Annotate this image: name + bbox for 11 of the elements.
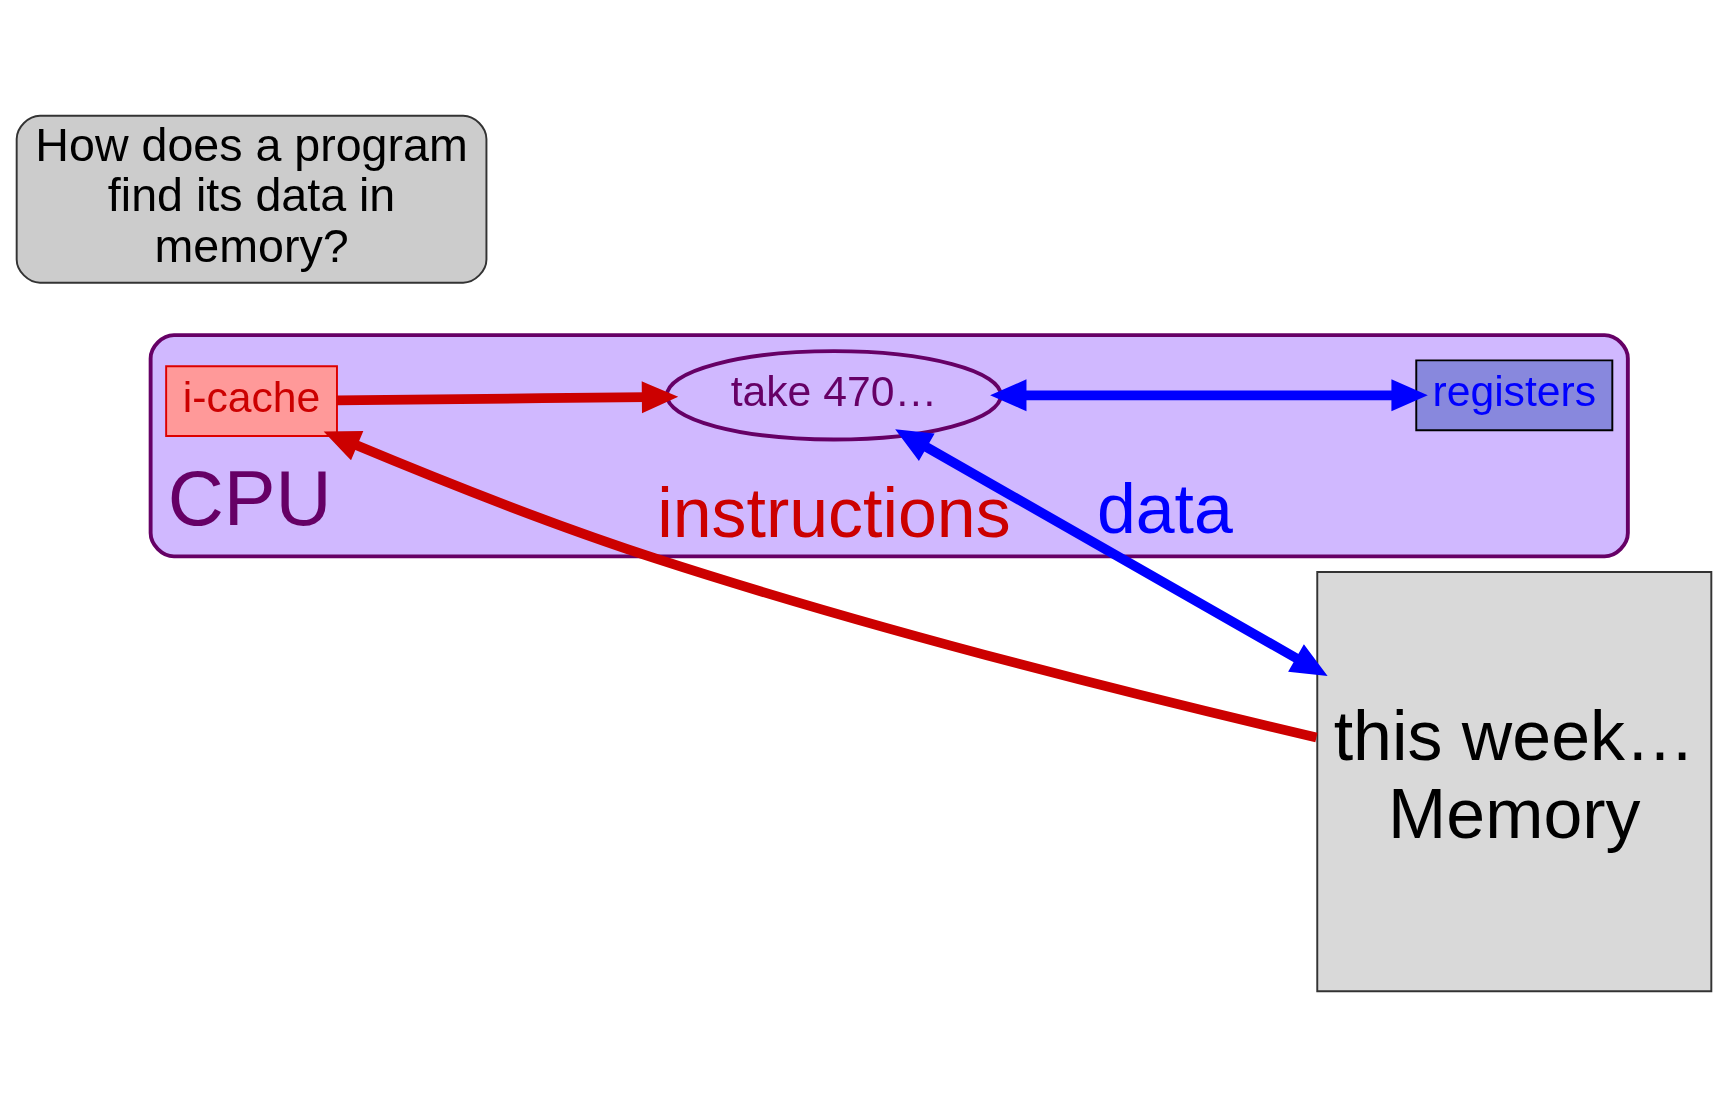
- edge-label: instructions: [657, 473, 1011, 552]
- arrow: [323, 430, 1318, 742]
- node-box: registers: [1415, 358, 1614, 431]
- arrow: [990, 378, 1428, 411]
- edge-label: data: [1096, 469, 1233, 548]
- node-ellipse: take 470…: [664, 348, 1003, 441]
- arrow: [336, 380, 679, 413]
- node-box: i-cache: [165, 364, 338, 437]
- node-box: How does a program find its data in memory?: [15, 114, 488, 284]
- arrow: [895, 428, 1328, 676]
- node-box: this week… Memory: [1316, 570, 1713, 992]
